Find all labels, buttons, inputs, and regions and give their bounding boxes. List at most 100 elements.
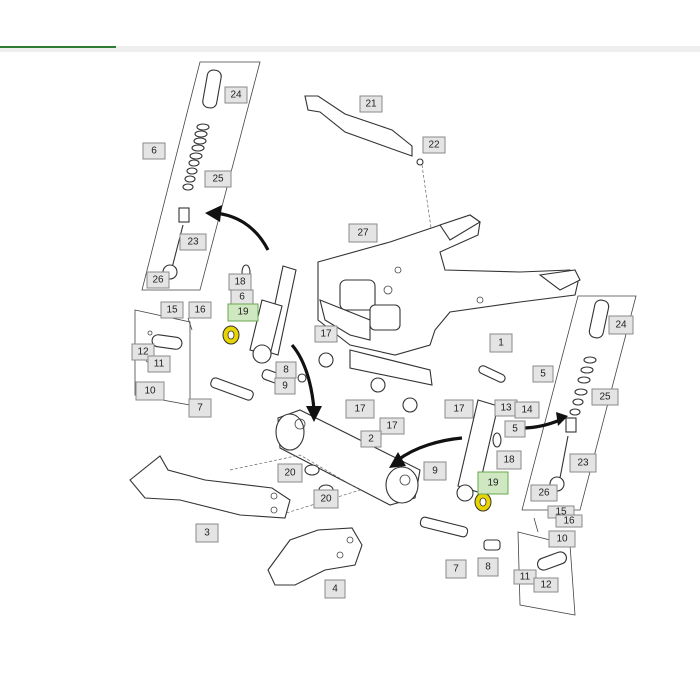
svg-text:25: 25 (212, 174, 224, 185)
svg-text:18: 18 (234, 277, 246, 288)
callout-label: 17 (345, 399, 375, 419)
svg-text:20: 20 (320, 494, 332, 505)
svg-text:13: 13 (500, 403, 512, 414)
svg-text:6: 6 (239, 292, 245, 303)
svg-text:26: 26 (538, 488, 550, 499)
svg-text:12: 12 (137, 347, 149, 358)
callout-label: 4 (324, 579, 346, 599)
callout-label: 22 (422, 136, 446, 154)
callout-label: 11 (147, 355, 171, 373)
svg-text:3: 3 (204, 528, 210, 539)
callout-label: 24 (608, 315, 634, 335)
svg-text:5: 5 (512, 424, 518, 435)
svg-text:9: 9 (432, 466, 438, 477)
svg-text:6: 6 (151, 146, 157, 157)
callout-label: 7 (445, 559, 467, 579)
callout-label: 11 (513, 569, 537, 585)
svg-text:1: 1 (498, 338, 504, 349)
svg-text:16: 16 (194, 305, 206, 316)
callout-label: 14 (514, 401, 540, 419)
svg-text:14: 14 (521, 405, 533, 416)
svg-text:10: 10 (144, 386, 156, 397)
left-lift-cylinder (241, 264, 297, 364)
header-accent-line (0, 46, 116, 48)
right-cylinder-detail-panel (521, 295, 637, 511)
left-cylinder-detail-panel (141, 61, 261, 291)
callout-label: 17 (314, 325, 338, 343)
callout-label: 9 (423, 461, 447, 481)
right-lift-cylinder (456, 365, 506, 502)
svg-text:10: 10 (556, 534, 568, 545)
callout-label: 1 (489, 333, 513, 353)
callout-label: 2 (360, 430, 382, 448)
callout-label: 25 (204, 170, 232, 188)
callout-label: 12 (533, 577, 559, 593)
callout-label: 23 (179, 233, 207, 251)
svg-text:18: 18 (503, 455, 515, 466)
hitch-hook (267, 527, 363, 586)
callout-label: 16 (188, 301, 212, 319)
right-pins (187, 317, 576, 616)
callout-label: 23 (569, 453, 597, 473)
svg-text:17: 17 (453, 404, 465, 415)
svg-text:17: 17 (386, 421, 398, 432)
callout-label: 10 (135, 381, 165, 401)
svg-text:23: 23 (187, 237, 199, 248)
svg-text:2: 2 (368, 434, 374, 445)
callout-label: 6 (230, 289, 254, 305)
svg-text:8: 8 (485, 562, 491, 573)
callout-label: 25 (591, 388, 619, 406)
svg-text:12: 12 (540, 580, 552, 591)
callout-label: 18 (496, 450, 522, 470)
lower-link-arm (129, 455, 291, 519)
callout-label: 7 (188, 398, 212, 418)
svg-text:7: 7 (453, 564, 459, 575)
callout-label: 8 (477, 557, 499, 577)
svg-text:11: 11 (520, 572, 531, 583)
callout-label: 5 (532, 365, 554, 383)
callout-label: 15 (160, 301, 184, 319)
callout-label: 19 (477, 471, 509, 495)
callout-label: 26 (146, 271, 170, 289)
callout-label: 5 (504, 420, 526, 438)
svg-text:16: 16 (563, 516, 575, 527)
svg-text:7: 7 (197, 403, 203, 414)
callout-label: 20 (277, 463, 303, 483)
callout-label: 20 (313, 489, 339, 509)
assembly-arrows (205, 205, 568, 468)
callout-label: 18 (228, 273, 252, 291)
svg-text:26: 26 (152, 275, 164, 286)
svg-text:8: 8 (283, 365, 289, 376)
svg-text:4: 4 (332, 584, 338, 595)
callout-labels: 21 22 24 6 25 23 26 27 18 6 19 15 16 12 … (131, 86, 634, 599)
svg-text:24: 24 (615, 320, 627, 331)
callout-label: 6 (142, 142, 166, 160)
svg-text:20: 20 (284, 468, 296, 479)
svg-text:24: 24 (230, 90, 242, 101)
header-bar (0, 46, 700, 52)
callout-label: 16 (555, 514, 583, 528)
svg-text:17: 17 (354, 404, 366, 415)
svg-text:25: 25 (599, 392, 611, 403)
callout-label: 19 (227, 303, 259, 322)
callout-label: 27 (348, 223, 378, 243)
rockshaft (229, 409, 421, 516)
callout-label: 3 (195, 523, 219, 543)
callout-label: 17 (444, 399, 474, 419)
callout-label: 26 (530, 484, 558, 502)
svg-text:9: 9 (282, 381, 288, 392)
svg-text:17: 17 (320, 329, 332, 340)
svg-text:19: 19 (237, 307, 249, 318)
callout-label: 24 (224, 86, 248, 104)
svg-text:15: 15 (555, 507, 567, 518)
callout-label: 21 (359, 95, 383, 113)
callout-label: 10 (548, 530, 576, 548)
callout-label: 8 (275, 361, 297, 379)
left-seal-stack (178, 123, 210, 223)
svg-text:23: 23 (577, 458, 589, 469)
svg-text:21: 21 (365, 99, 377, 110)
svg-text:5: 5 (540, 369, 546, 380)
callout-label: 13 (494, 399, 518, 417)
svg-text:19: 19 (487, 478, 499, 489)
